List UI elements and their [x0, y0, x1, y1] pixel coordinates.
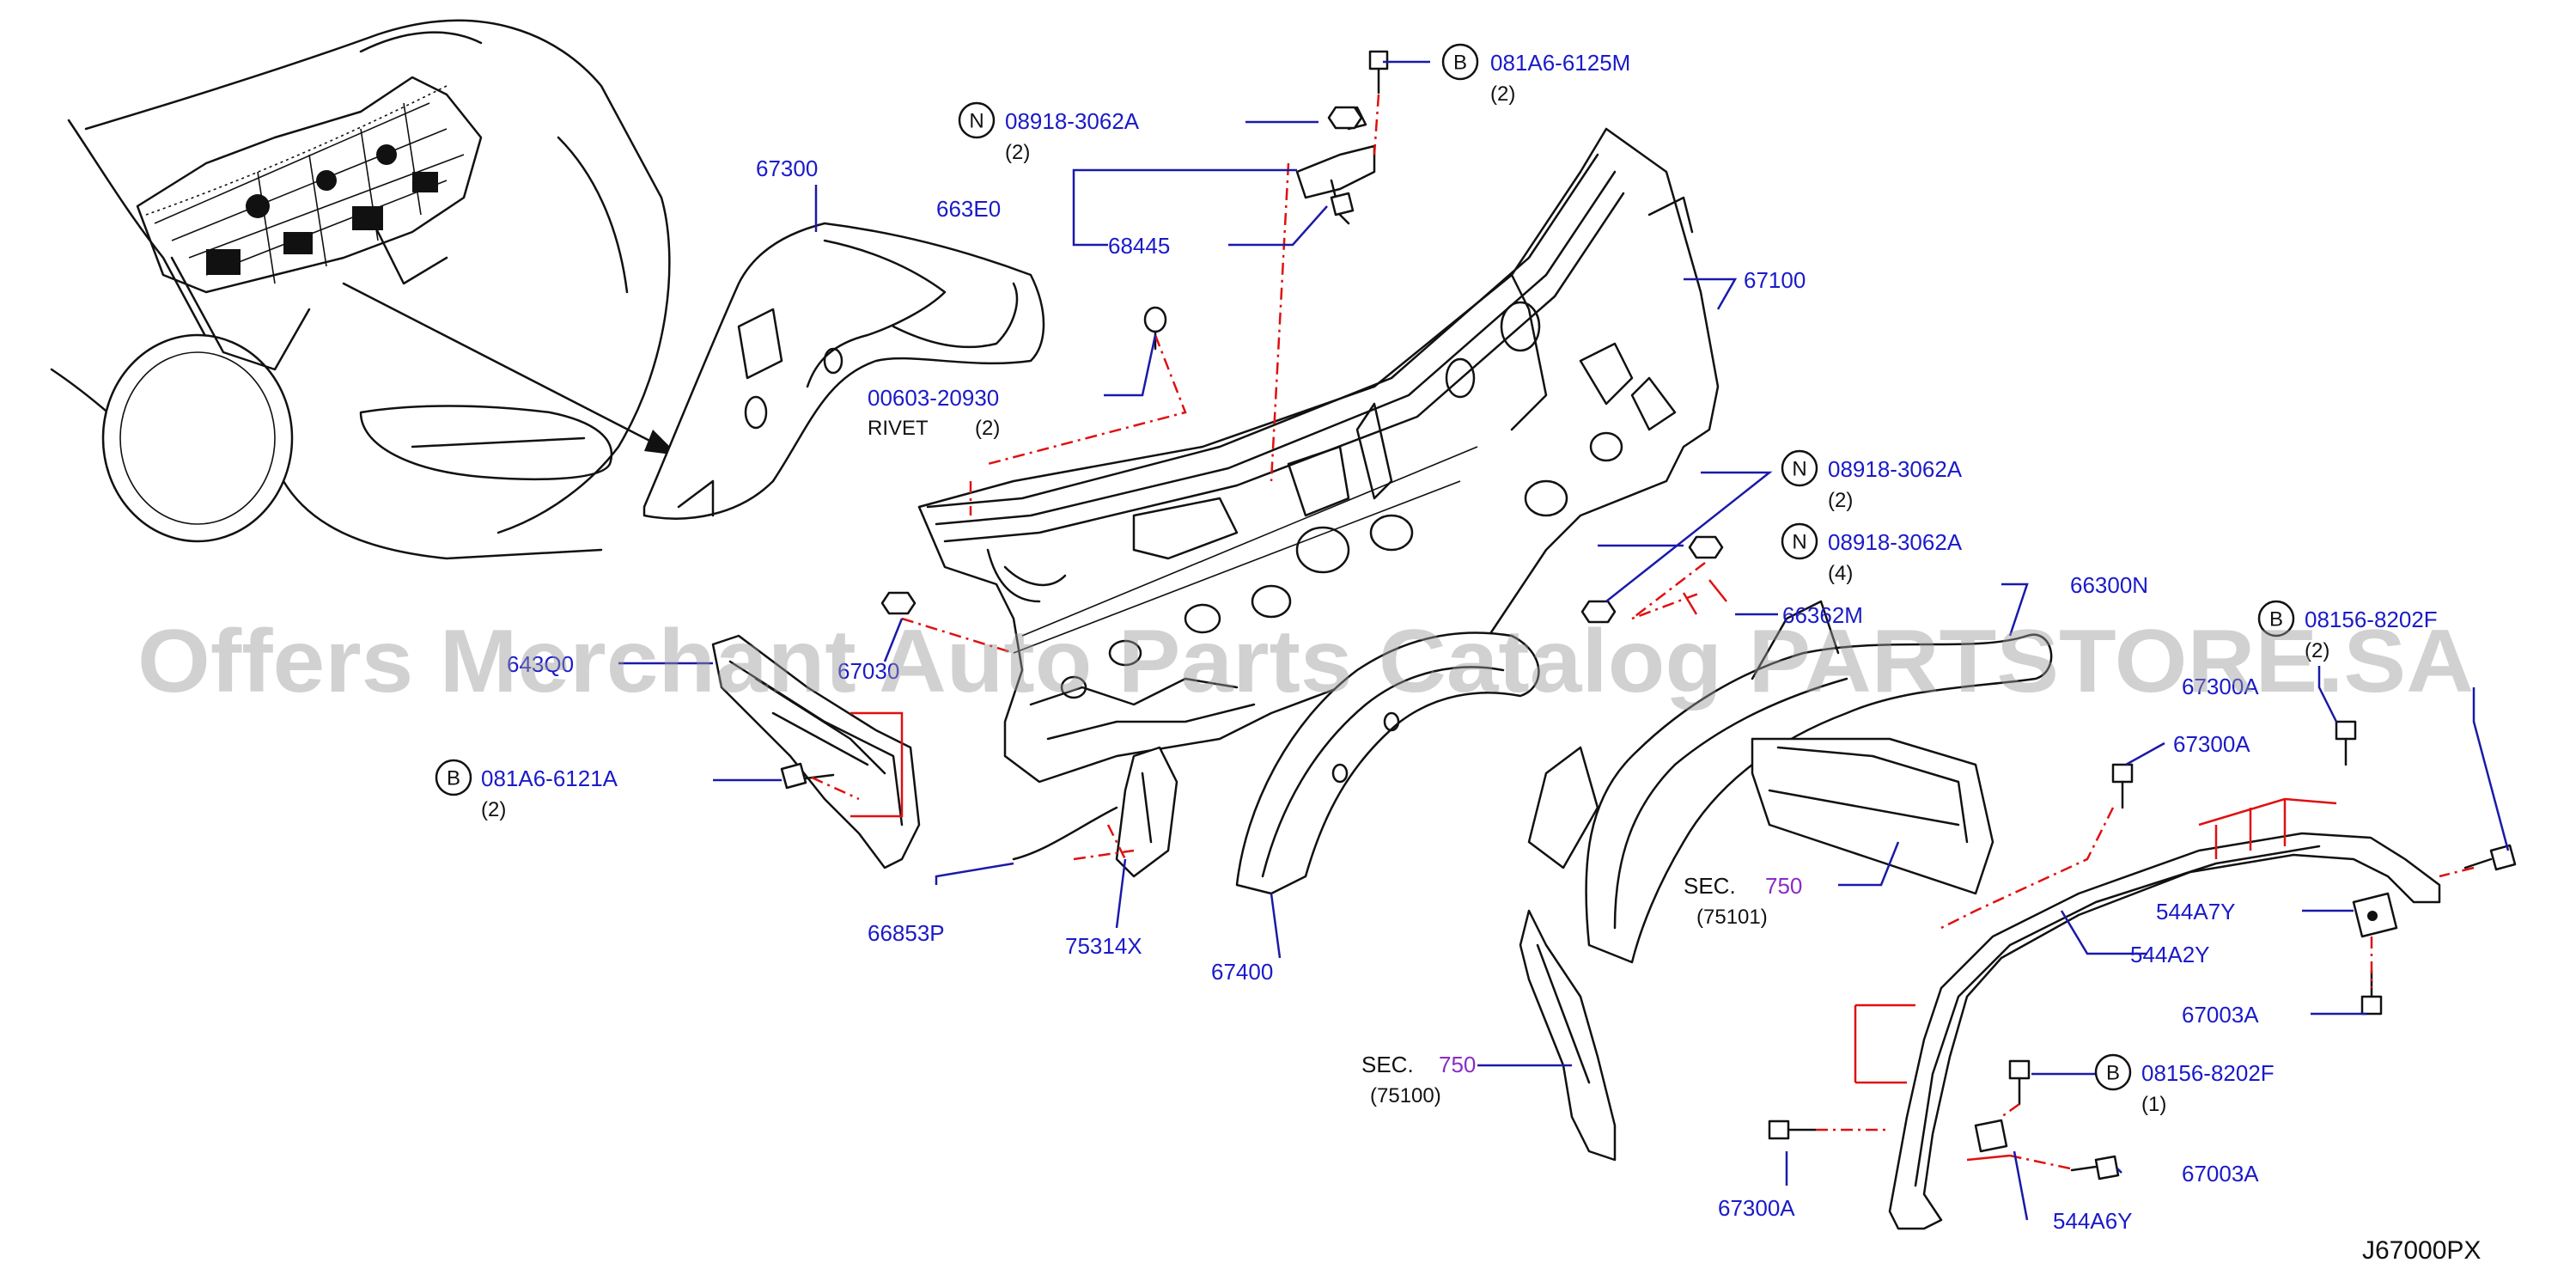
fastener-callouts: B 081A6-6125M (2) N 08918-3062A (2) N 08…	[435, 43, 2438, 1116]
watermark: Offers Merchant Auto Parts Catalog PARTS…	[137, 612, 2474, 711]
fastener-icons	[780, 50, 2517, 1180]
clip-544A6Y	[1974, 1119, 2008, 1153]
callout-67300A-3: 67300A	[1718, 1195, 1795, 1221]
callout-544A2Y: 544A2Y	[2130, 942, 2210, 967]
note-rivet: RIVET	[868, 417, 929, 440]
callout-67100: 67100	[1744, 267, 1806, 293]
callout-66300N: 66300N	[2070, 572, 2148, 598]
fastener-f3: N 08918-3062A (2)	[1781, 449, 1963, 512]
note-rivet-qty: (2)	[975, 417, 1000, 440]
member-643Q0	[711, 634, 921, 869]
lower-bracket-75314X	[1012, 746, 1178, 878]
diagram-code: J67000PX	[2362, 1236, 2481, 1265]
fender-arch-67400	[1235, 631, 1540, 895]
bracket-68445	[1295, 106, 1376, 225]
callout-67030: 67030	[837, 658, 899, 684]
section-ref-75101: SEC. 750 (75101)	[1684, 873, 1802, 929]
fastener-qty: (2)	[1828, 489, 1853, 512]
sec-number: 750	[1765, 873, 1802, 899]
bracket-544A7Y	[2352, 892, 2398, 938]
fastener-f6: B 081A6-6121A (2)	[435, 759, 618, 821]
leader-lines	[618, 60, 2510, 1221]
alignment-lines	[811, 94, 2475, 1170]
bolt-icon	[780, 762, 835, 790]
bolt-icon	[2008, 1059, 2031, 1106]
fastener-part: 08156-8202F	[2141, 1060, 2275, 1086]
callout-67300A-1: 67300A	[2182, 674, 2259, 699]
sec-label: SEC.	[1361, 1052, 1414, 1077]
bolt-icon	[2335, 720, 2357, 766]
callout-67003A-1: 67003A	[2182, 1002, 2259, 1028]
fastener-qty: (1)	[2141, 1093, 2166, 1116]
side-rail-66300N	[1527, 600, 2053, 964]
callout-67300A-2: 67300A	[2173, 731, 2250, 757]
callout-67003A-2: 67003A	[2182, 1161, 2259, 1187]
callout-663E0: 663E0	[936, 196, 1001, 222]
nut-icon	[880, 591, 917, 615]
sec-sub: (75100)	[1370, 1084, 1441, 1107]
fastener-qty: (4)	[1828, 562, 1853, 585]
callout-68445: 68445	[1108, 233, 1170, 259]
fastener-qty: (2)	[1490, 82, 1515, 106]
fastener-qty: (2)	[481, 798, 506, 821]
reinforcement-544A2Y	[1888, 832, 2441, 1230]
badge-letter: B	[2106, 1062, 2120, 1085]
nut-icon	[1688, 535, 1724, 559]
fastener-f5: B 08156-8202F (2)	[2257, 600, 2438, 662]
callout-544A6Y: 544A6Y	[2053, 1208, 2133, 1234]
badge-letter: B	[447, 767, 460, 790]
callout-67400: 67400	[1211, 959, 1273, 985]
vehicle-outline	[50, 19, 679, 560]
notes: RIVET (2)	[868, 417, 1000, 440]
sec-sub: (75101)	[1696, 906, 1768, 929]
callout-75314X: 75314X	[1065, 933, 1142, 959]
bolt-icon	[1368, 50, 1389, 95]
fastener-part: 08918-3062A	[1828, 456, 1963, 482]
badge-letter: N	[1792, 458, 1806, 481]
fastener-f7: B 08156-8202F (1)	[2094, 1053, 2275, 1116]
dash-panel-67100	[917, 127, 1720, 784]
callout-67300: 67300	[756, 156, 818, 181]
callout-643Q0: 643Q0	[507, 651, 574, 677]
fastener-f2: N 08918-3062A (2)	[958, 101, 1140, 164]
wheel-housing-67300	[642, 222, 1045, 520]
fastener-f1: B 081A6-6125M (2)	[1441, 43, 1630, 106]
fastener-part: 08156-8202F	[2305, 607, 2438, 632]
rivet-icon	[1143, 306, 1167, 351]
fastener-part: 081A6-6121A	[481, 766, 618, 791]
part-callouts: 67300 663E0 68445 67100 00603-20930 6636…	[507, 156, 2259, 1234]
bolt-icon	[2111, 763, 2134, 809]
fastener-part: 08918-3062A	[1005, 108, 1140, 134]
bolt-icon	[2360, 969, 2383, 1016]
sec-label: SEC.	[1684, 873, 1736, 899]
nut-icon	[1327, 106, 1363, 130]
callout-544A7Y: 544A7Y	[2156, 899, 2236, 924]
badge-letter: N	[1792, 531, 1806, 554]
fastener-qty: (2)	[1005, 141, 1030, 164]
bolt-icon	[1768, 1119, 1818, 1140]
sec-number: 750	[1439, 1052, 1476, 1077]
section-part-75100	[1519, 909, 1617, 1162]
callout-66362M: 66362M	[1782, 602, 1863, 628]
fastener-f4: N 08918-3062A (4)	[1781, 522, 1963, 585]
callout-00603-20930: 00603-20930	[868, 385, 999, 411]
fastener-part: 08918-3062A	[1828, 529, 1963, 555]
bolt-icon	[2463, 844, 2517, 871]
callout-66853P: 66853P	[868, 920, 945, 946]
fastener-part: 081A6-6125M	[1490, 50, 1630, 76]
section-references: SEC. 750 (75101) SEC. 750 (75100)	[1361, 873, 1802, 1107]
badge-letter: B	[2269, 608, 2283, 631]
badge-letter: N	[969, 110, 984, 133]
fastener-qty: (2)	[2305, 639, 2329, 662]
section-ref-75100: SEC. 750 (75100)	[1361, 1052, 1476, 1107]
bolt-icon	[2070, 1155, 2120, 1180]
badge-letter: B	[1453, 52, 1467, 75]
